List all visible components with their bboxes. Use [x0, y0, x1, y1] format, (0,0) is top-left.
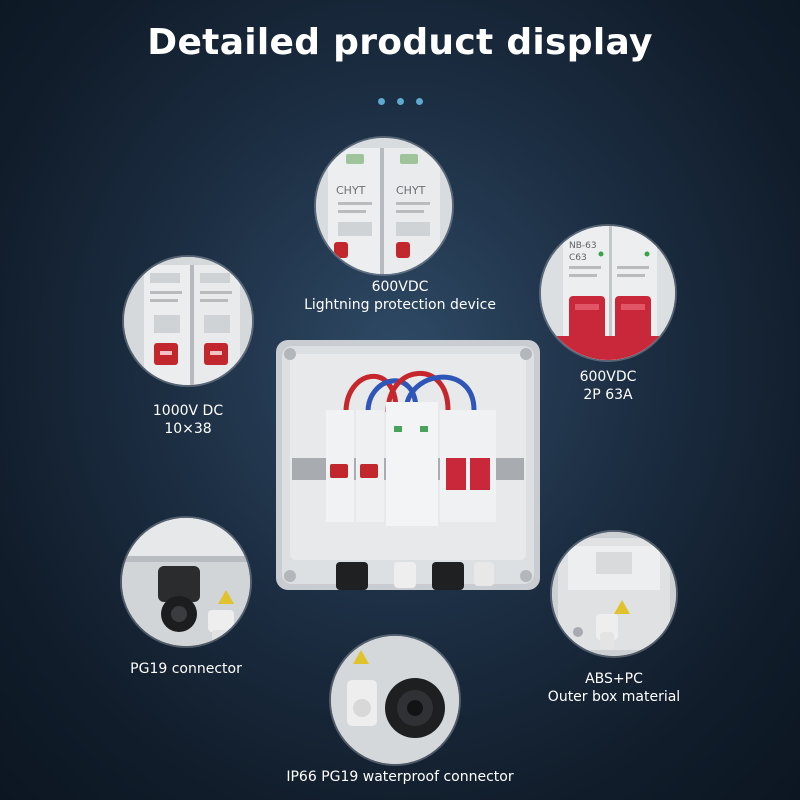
waterproof-caption-line1: IP66 PG19 waterproof connector — [286, 769, 514, 785]
breaker-caption-line1: 600VDC — [579, 369, 637, 385]
spd-brand-text: CHYT — [336, 184, 366, 197]
material-caption-line1: ABS+PC — [585, 671, 643, 687]
breaker-caption-line2: 2P 63A — [583, 387, 633, 403]
fuse-holder-closeup-image — [124, 257, 252, 385]
material-caption: ABS+PC Outer box material — [538, 670, 690, 706]
fuse-caption-line1: 1000V DC — [152, 403, 224, 419]
decorative-dots — [378, 98, 424, 106]
breaker-model-text: NB-63 — [569, 241, 597, 251]
breaker-closeup-image: NB-63 C63 — [541, 226, 675, 360]
dot — [416, 98, 423, 105]
breaker-caption: 600VDC 2P 63A — [548, 368, 668, 404]
spd-caption-line1: 600VDC — [371, 279, 429, 295]
dot — [378, 98, 385, 105]
waterproof-caption: IP66 PG19 waterproof connector — [240, 768, 560, 786]
spd-brand-text: CHYT — [396, 184, 426, 197]
dot — [397, 98, 404, 105]
material-caption-line2: Outer box material — [547, 689, 681, 705]
page-title: Detailed product display — [147, 22, 653, 63]
material-closeup-image — [552, 532, 676, 656]
fuse-caption-line2: 10×38 — [164, 421, 212, 437]
fuse-caption: 1000V DC 10×38 — [118, 402, 258, 438]
pg19-caption-line1: PG19 connector — [130, 661, 242, 677]
spd-closeup-image: CHYT CHYT — [316, 138, 452, 274]
waterproof-connector-closeup-image — [331, 636, 459, 764]
pg19-caption: PG19 connector — [106, 660, 266, 678]
breaker-rating-text: C63 — [569, 253, 587, 263]
combiner-box-image — [276, 340, 540, 590]
pg19-connector-closeup-image — [122, 518, 250, 646]
spd-caption: 600VDC Lightning protection device — [250, 278, 550, 314]
spd-caption-line2: Lightning protection device — [304, 297, 496, 313]
